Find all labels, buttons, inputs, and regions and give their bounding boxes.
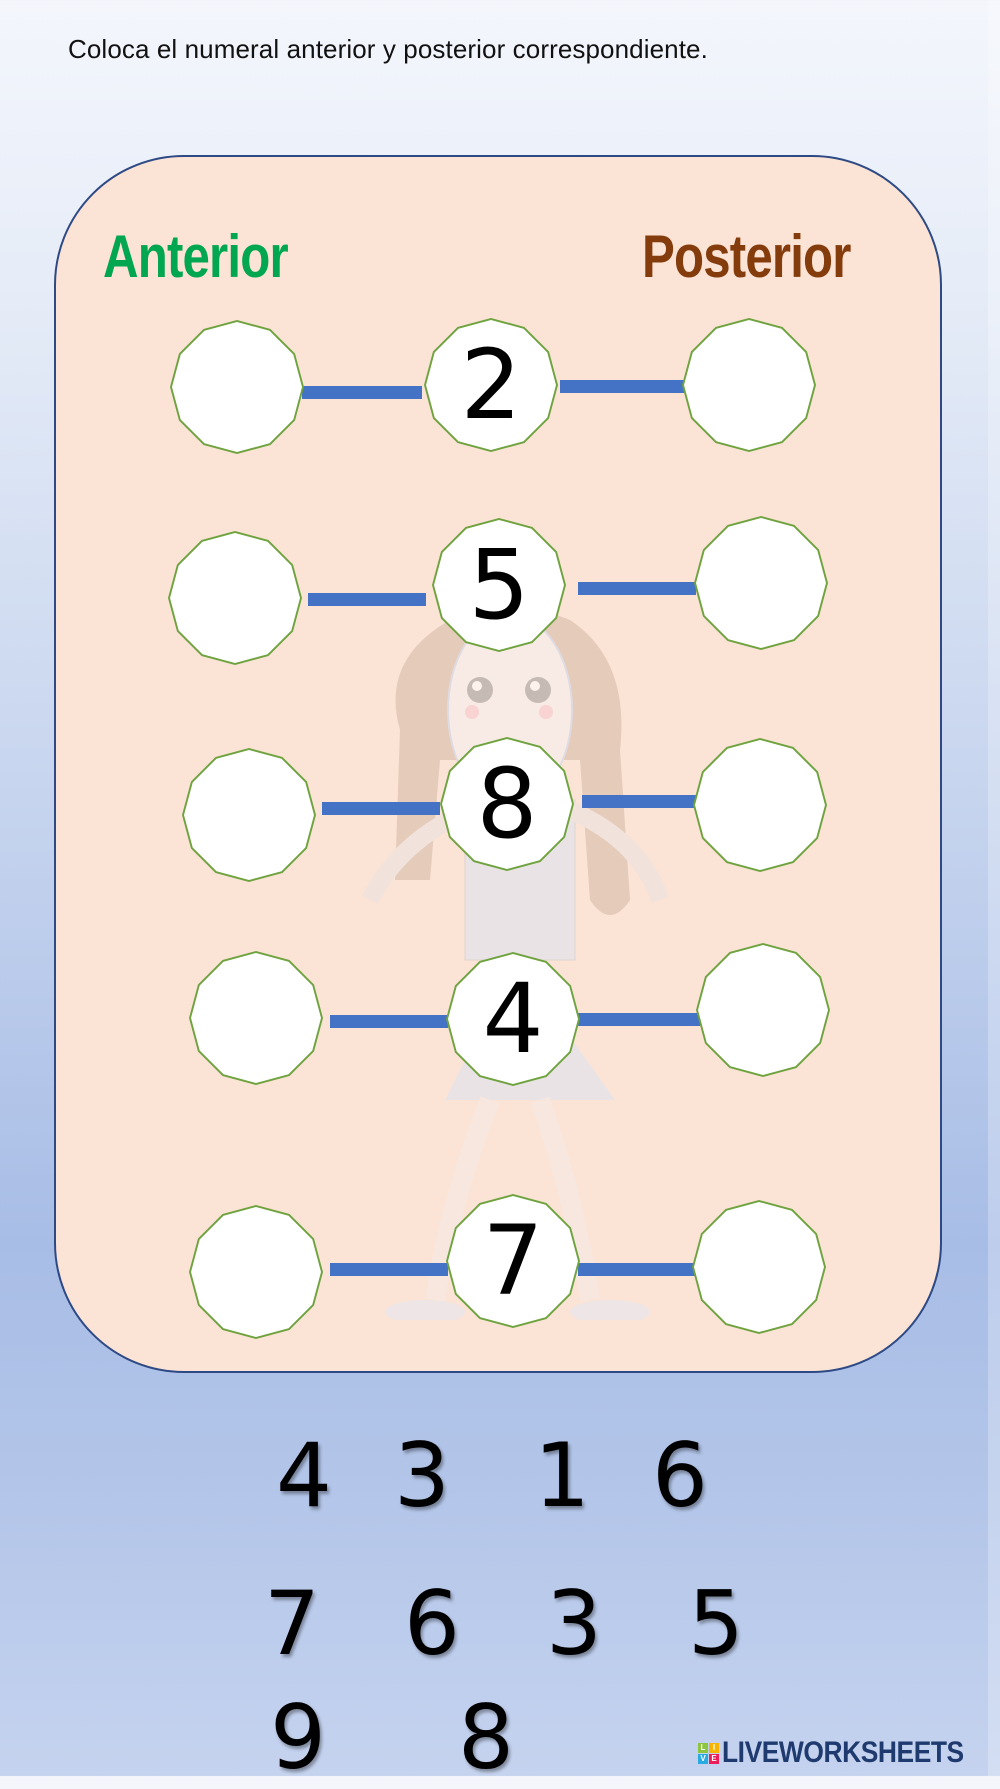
connector-line xyxy=(578,1263,700,1276)
connector-line xyxy=(578,1013,700,1026)
anterior-answer-box[interactable] xyxy=(170,320,304,454)
logo-text: LIVEWORKSHEETS xyxy=(722,1736,964,1769)
center-number: 7 xyxy=(446,1194,580,1328)
liveworksheets-logo: L I V E LIVEWORKSHEETS xyxy=(698,1736,997,1770)
anterior-answer-box[interactable] xyxy=(168,531,302,665)
center-number: 2 xyxy=(424,318,558,452)
center-number: 8 xyxy=(440,737,574,871)
center-number: 5 xyxy=(432,518,566,652)
posterior-answer-box[interactable] xyxy=(692,1200,826,1334)
number-tile[interactable]: 7 xyxy=(264,1572,320,1675)
connector-line xyxy=(560,380,685,393)
heading-posterior: Posterior xyxy=(642,223,851,290)
posterior-answer-box[interactable] xyxy=(682,318,816,452)
number-tile[interactable]: 6 xyxy=(404,1572,460,1675)
connector-line xyxy=(578,582,696,595)
connector-line xyxy=(330,1263,448,1276)
number-tile[interactable]: 3 xyxy=(546,1572,602,1675)
heading-anterior: Anterior xyxy=(103,223,289,290)
connector-line xyxy=(322,802,440,815)
number-tile[interactable]: 1 xyxy=(534,1424,590,1527)
number-tile[interactable]: 5 xyxy=(688,1572,744,1675)
connector-line xyxy=(308,593,426,606)
number-tile[interactable]: 8 xyxy=(458,1686,514,1789)
number-tile[interactable]: 9 xyxy=(270,1686,326,1789)
logo-icon: L I V E xyxy=(698,1742,719,1764)
connector-line xyxy=(330,1015,448,1028)
connector-line xyxy=(582,795,700,808)
posterior-answer-box[interactable] xyxy=(694,516,828,650)
posterior-answer-box[interactable] xyxy=(693,738,827,872)
number-tile[interactable]: 3 xyxy=(394,1424,450,1527)
anterior-answer-box[interactable] xyxy=(182,748,316,882)
connector-line xyxy=(302,386,422,399)
center-number: 4 xyxy=(446,952,580,1086)
anterior-answer-box[interactable] xyxy=(189,1205,323,1339)
anterior-answer-box[interactable] xyxy=(189,951,323,1085)
instruction-text: Coloca el numeral anterior y posterior c… xyxy=(68,34,708,64)
number-tile[interactable]: 4 xyxy=(276,1424,332,1527)
page-edge xyxy=(988,0,1000,1776)
number-tile[interactable]: 6 xyxy=(652,1424,708,1527)
posterior-answer-box[interactable] xyxy=(696,943,830,1077)
